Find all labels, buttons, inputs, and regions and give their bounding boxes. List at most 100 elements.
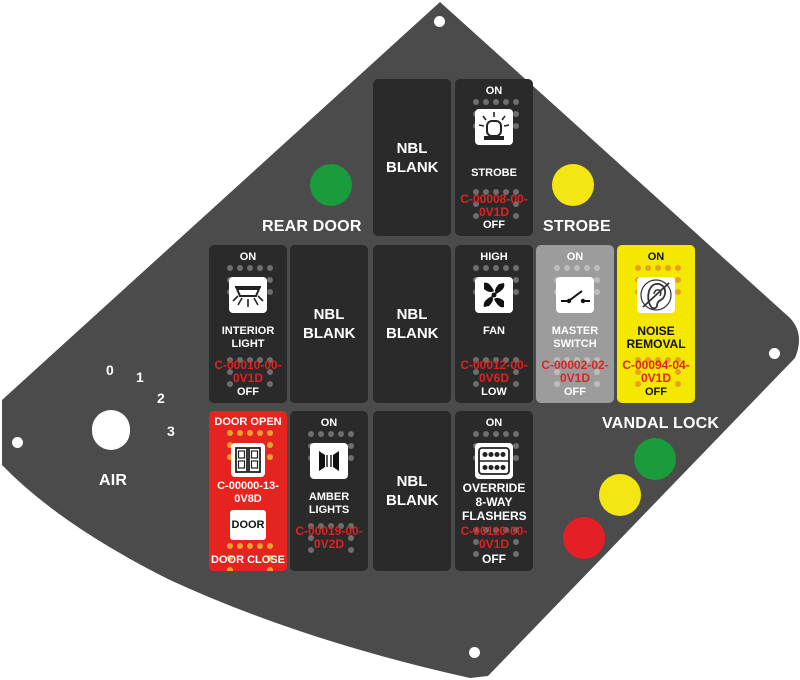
led-dot [574,265,580,271]
switch-top-label: ON [647,251,665,263]
part-code: C-00012-00-0V6D [460,358,528,385]
led-dot [318,523,324,529]
led-dot [348,455,354,461]
noise-removal-switch[interactable]: ON NOISE REMOVAL C-00094-04-0V1D OFF [617,245,695,403]
led-dot [503,189,509,195]
switch-name: OVERRIDE 8-WAY FLASHERS [462,481,527,523]
switch-top-label: ON [485,417,503,429]
led-dot [564,265,570,271]
led-dot [594,381,600,387]
switch-name: MASTER SWITCH [551,325,599,350]
led-dot [473,201,479,207]
part-code: C-00010-00-0V1D [214,358,282,385]
air-dial-position-0: 0 [106,362,114,378]
vandal-lock-indicator-yellow [599,474,641,516]
led-dot [318,431,324,437]
led-dot [473,265,479,271]
led-dot [584,357,590,363]
door-button[interactable]: DOOR [230,510,266,540]
part-code: C-00019-00-0V2D [295,524,363,551]
led-dot [227,357,233,363]
screw [434,16,445,27]
fan-switch[interactable]: HIGH FAN C-00012-00-0V6D LOW [455,245,533,403]
led-dot [473,213,479,219]
blank-label: NBL BLANK [386,473,439,509]
strobe-switch[interactable]: ON STROBE C-00008-00-0V1D OFF [455,79,533,236]
led-dot [308,547,314,553]
led-dot [227,454,233,460]
led-dot [513,189,519,195]
led-dot [513,111,519,117]
led-dot [348,431,354,437]
switch-name: NOISE REMOVAL [626,324,686,351]
nbl-blank-top: NBL BLANK [373,79,451,236]
strobe-label: STROBE [543,218,611,235]
part-code: C-00000-13-0V8D [217,480,279,505]
interior-light-switch[interactable]: ON INTERIOR LIGHT C-00010-00-0V1D OFF [209,245,287,403]
led-dot [594,265,600,271]
led-dot [348,443,354,449]
led-dot [513,99,519,105]
led-dot [574,357,580,363]
led-dot [503,431,509,437]
vandal-lock-indicator-green [634,438,676,480]
led-dot [513,213,519,219]
override-flashers-switch[interactable]: ON OVERRIDE 8-WAY FLASHERS C-00110-00-0V… [455,411,533,571]
led-dot [348,547,354,553]
led-dot [267,289,273,295]
door-switch[interactable]: DOOR OPEN C-00000-13-0V8D DOOR DOOR CLOS… [209,411,287,571]
led-dot [227,442,233,448]
nbl-blank-mid-left: NBL BLANK [290,245,368,403]
nbl-blank-mid-center: NBL BLANK [373,245,451,403]
led-dot [665,357,671,363]
led-dot [513,551,519,557]
switch-bottom-label: DOOR CLOSE [211,554,285,566]
led-dot [257,357,263,363]
led-dot [348,523,354,529]
led-dot [473,539,479,545]
led-dot [635,357,641,363]
master-switch[interactable]: ON MASTER SWITCH C-00002-02-0V1D OFF [536,245,614,403]
led-dot [513,289,519,295]
led-dot [473,99,479,105]
ear-icon [637,277,675,313]
led-dot [483,431,489,437]
led-dot [483,99,489,105]
switch-bottom-label: OFF [482,552,506,566]
led-dot [257,265,263,271]
strobe-indicator-yellow [552,164,594,206]
led-dot [483,527,489,533]
air-dial-position-1: 1 [136,369,144,385]
led-dot [594,289,600,295]
led-dot [635,381,641,387]
led-dot [584,265,590,271]
blank-label: NBL BLANK [303,306,356,342]
air-dial-position-2: 2 [157,390,165,406]
toggle-switch-icon [556,277,594,313]
led-dot [655,265,661,271]
led-dot [554,357,560,363]
led-dot [237,430,243,436]
led-dot [267,555,273,561]
led-dot [227,381,233,387]
led-dot [513,357,519,363]
switch-name: INTERIOR LIGHT [221,325,275,350]
led-dot [554,381,560,387]
strobe-light-icon [475,109,513,145]
led-dot [473,189,479,195]
led-dot [594,357,600,363]
vandal-lock-label: VANDAL LOCK [602,415,720,432]
led-dot [483,189,489,195]
led-dot [493,189,499,195]
blank-label: NBL BLANK [386,139,439,176]
amber-lights-switch[interactable]: ON AMBER LIGHTS C-00019-00-0V2D [290,411,368,571]
led-dot [473,551,479,557]
led-dot [483,357,489,363]
switch-bottom-label: OFF [237,386,259,398]
led-dot [247,430,253,436]
led-dot [513,455,519,461]
part-code: C-00110-00-0V1D [460,524,528,551]
led-dot [513,277,519,283]
dome-light-icon [229,277,267,313]
part-code: C-00094-04-0V1D [622,358,690,385]
